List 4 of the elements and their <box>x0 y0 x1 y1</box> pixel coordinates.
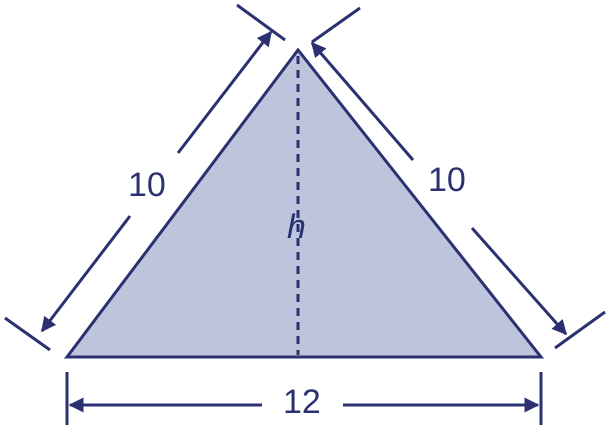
height-label: h <box>287 210 306 244</box>
dimension-label: 10 <box>128 168 166 202</box>
dimension-label: 10 <box>428 163 466 197</box>
dimension-label: 12 <box>283 385 321 419</box>
